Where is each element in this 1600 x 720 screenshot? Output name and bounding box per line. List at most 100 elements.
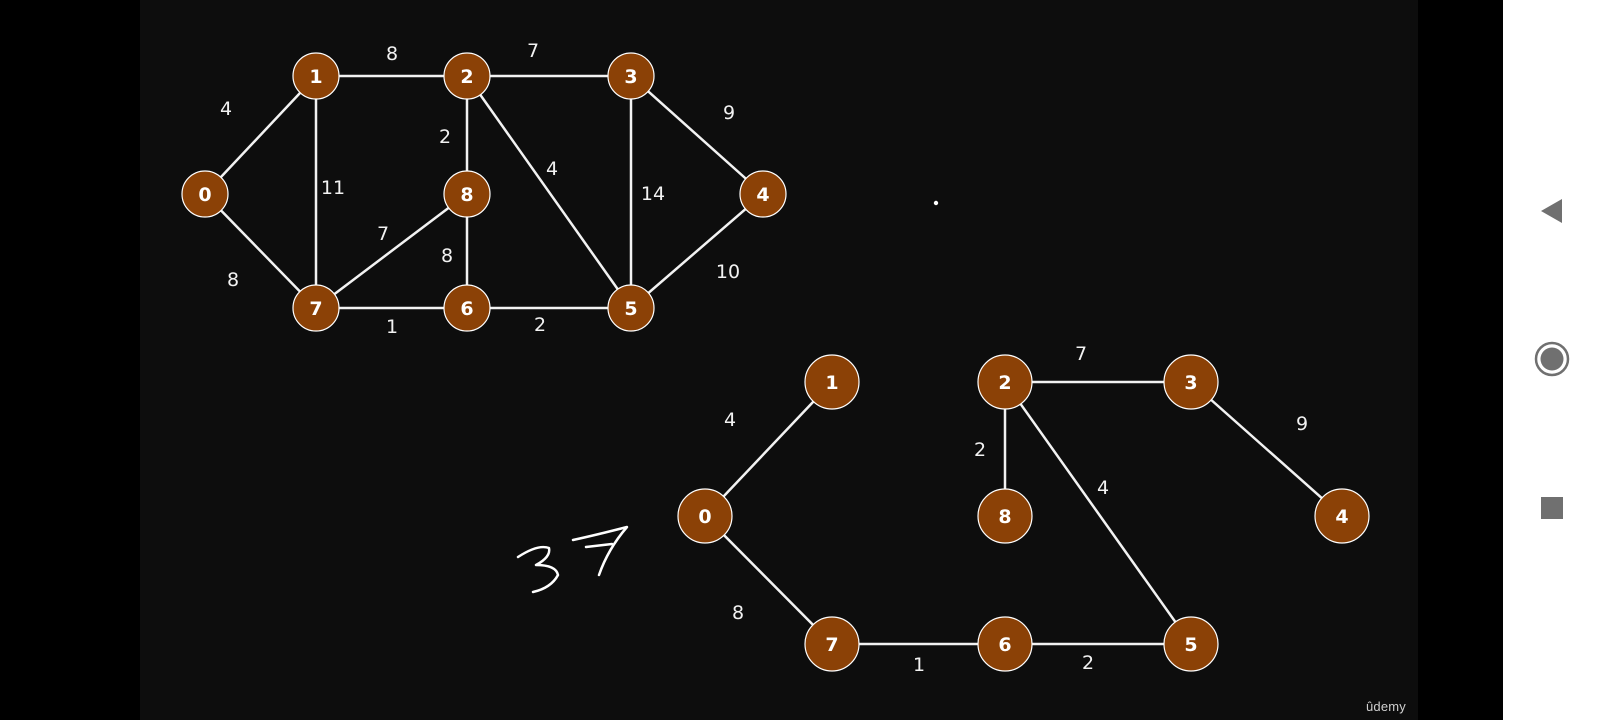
original-node-3: 3 [607,52,655,100]
mst-node-label-2: 2 [998,372,1011,394]
original-node-circle-7 [292,284,340,332]
handwritten-total: 37 [516,525,629,594]
mst-node-circle-2 [977,354,1033,410]
mst-edge-weight-0-1: 4 [724,409,736,431]
circle-home-icon [1534,341,1570,377]
mst-edge-weight-2-3: 7 [1075,343,1087,365]
original-edge-weight-8-6: 8 [441,245,453,267]
nav-back-button[interactable] [1534,193,1570,229]
mst-node-circle-4 [1314,488,1370,544]
mst-node-circle-7 [804,616,860,672]
original-edge-weight-0-7: 8 [227,269,239,291]
original-node-label-0: 0 [198,184,211,206]
mst-node-6: 6 [977,616,1033,672]
mst-node-label-5: 5 [1184,634,1197,656]
mst-node-circle-5 [1163,616,1219,672]
original-graph-nodes: 0 1 2 3 4 5 6 7 8 [181,52,787,332]
original-node-circle-3 [607,52,655,100]
original-node-label-8: 8 [460,184,473,206]
mst-edge-weight-6-5: 2 [1082,652,1094,674]
original-node-2: 2 [443,52,491,100]
original-edge-weight-7-6: 1 [386,316,398,338]
original-edge-weight-3-4: 9 [723,102,735,124]
mst-node-1: 1 [804,354,860,410]
original-node-7: 7 [292,284,340,332]
original-edge-weight-2-8: 2 [439,126,451,148]
mst-node-circle-6 [977,616,1033,672]
original-node-label-5: 5 [624,298,637,320]
original-node-circle-5 [607,284,655,332]
original-edge-weight-8-7: 7 [377,223,389,245]
mst-node-label-3: 3 [1184,372,1197,394]
triangle-back-icon [1541,199,1562,223]
original-edge-0-7 [203,192,318,310]
mst-node-8: 8 [977,488,1033,544]
original-node-label-6: 6 [460,298,473,320]
mst-edge-0-1 [703,380,834,518]
original-node-6: 6 [443,284,491,332]
original-node-circle-2 [443,52,491,100]
mst-graph-nodes: 0 1 2 3 4 5 6 7 8 [677,354,1370,672]
mst-node-7: 7 [804,616,860,672]
original-node-circle-6 [443,284,491,332]
original-edge-weight-2-5: 4 [546,158,558,180]
mst-node-label-7: 7 [825,634,838,656]
mst-node-circle-1 [804,354,860,410]
original-node-label-1: 1 [309,66,322,88]
mst-node-label-4: 4 [1335,506,1348,528]
mst-node-3: 3 [1163,354,1219,410]
original-node-5: 5 [607,284,655,332]
handwritten-digit-7 [571,525,629,577]
nav-home-button[interactable] [1534,341,1570,377]
mst-node-label-0: 0 [698,506,711,528]
original-node-0: 0 [181,170,229,218]
mst-node-2: 2 [977,354,1033,410]
mst-edge-weight-3-4: 9 [1296,413,1308,435]
original-edge-weight-1-2: 8 [386,43,398,65]
mst-edge-3-4 [1189,380,1344,518]
android-navigation-bar [1503,0,1600,720]
mst-node-0: 0 [677,488,733,544]
mst-node-circle-8 [977,488,1033,544]
handwritten-digit-3 [516,545,560,594]
square-recents-icon [1541,497,1563,519]
nav-recents-button[interactable] [1534,490,1570,526]
mst-edge-0-7 [703,514,834,646]
original-node-circle-4 [739,170,787,218]
original-edge-weight-3-5: 14 [641,183,665,205]
mst-edge-2-5 [1003,380,1193,646]
original-edge-weight-6-5: 2 [534,314,546,336]
original-node-4: 4 [739,170,787,218]
original-node-label-7: 7 [309,298,322,320]
original-edge-4-5 [629,192,765,310]
mst-node-label-6: 6 [998,634,1011,656]
original-edge-3-4 [629,74,765,196]
pen-dot [933,200,939,206]
mst-node-5: 5 [1163,616,1219,672]
original-edge-weight-2-3: 7 [527,40,539,62]
original-node-circle-1 [292,52,340,100]
mst-node-label-1: 1 [825,372,838,394]
original-node-circle-8 [443,170,491,218]
mst-edge-weight-2-8: 2 [974,439,986,461]
original-node-1: 1 [292,52,340,100]
handwritten-total-text: 37 [568,559,570,561]
original-edge-8-7 [314,192,469,310]
original-edge-2-5 [465,74,633,310]
original-edge-weight-0-1: 4 [220,98,232,120]
original-node-8: 8 [443,170,491,218]
original-node-label-2: 2 [460,66,473,88]
mst-edge-weight-2-5: 4 [1097,477,1109,499]
mst-node-label-8: 8 [998,506,1011,528]
mst-edge-weight-7-6: 1 [913,654,925,676]
mst-edge-weight-0-7: 8 [732,602,744,624]
mst-node-circle-3 [1163,354,1219,410]
original-node-circle-0 [181,170,229,218]
